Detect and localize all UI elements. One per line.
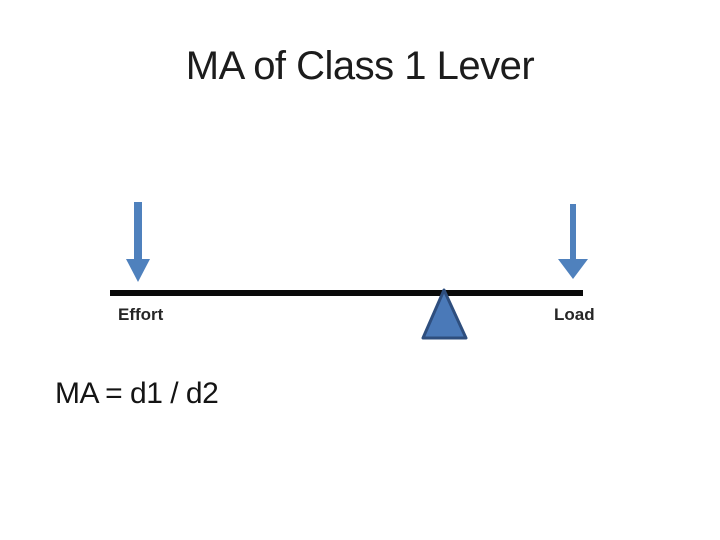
mechanical-advantage-formula: MA = d1 / d2 bbox=[55, 377, 219, 410]
effort-arrow-shaft bbox=[134, 202, 142, 260]
slide-title: MA of Class 1 Lever bbox=[185, 44, 535, 88]
effort-arrow-head bbox=[126, 259, 150, 282]
effort-label: Effort bbox=[118, 305, 164, 324]
load-label: Load bbox=[554, 305, 595, 324]
lever-beam bbox=[110, 290, 583, 296]
load-arrow-shaft bbox=[570, 204, 576, 260]
load-down-arrow-icon bbox=[558, 204, 588, 279]
fulcrum-triangle-icon bbox=[421, 288, 468, 340]
load-arrow-head bbox=[558, 259, 588, 279]
effort-down-arrow-icon bbox=[126, 202, 150, 282]
fulcrum-triangle bbox=[421, 288, 468, 340]
